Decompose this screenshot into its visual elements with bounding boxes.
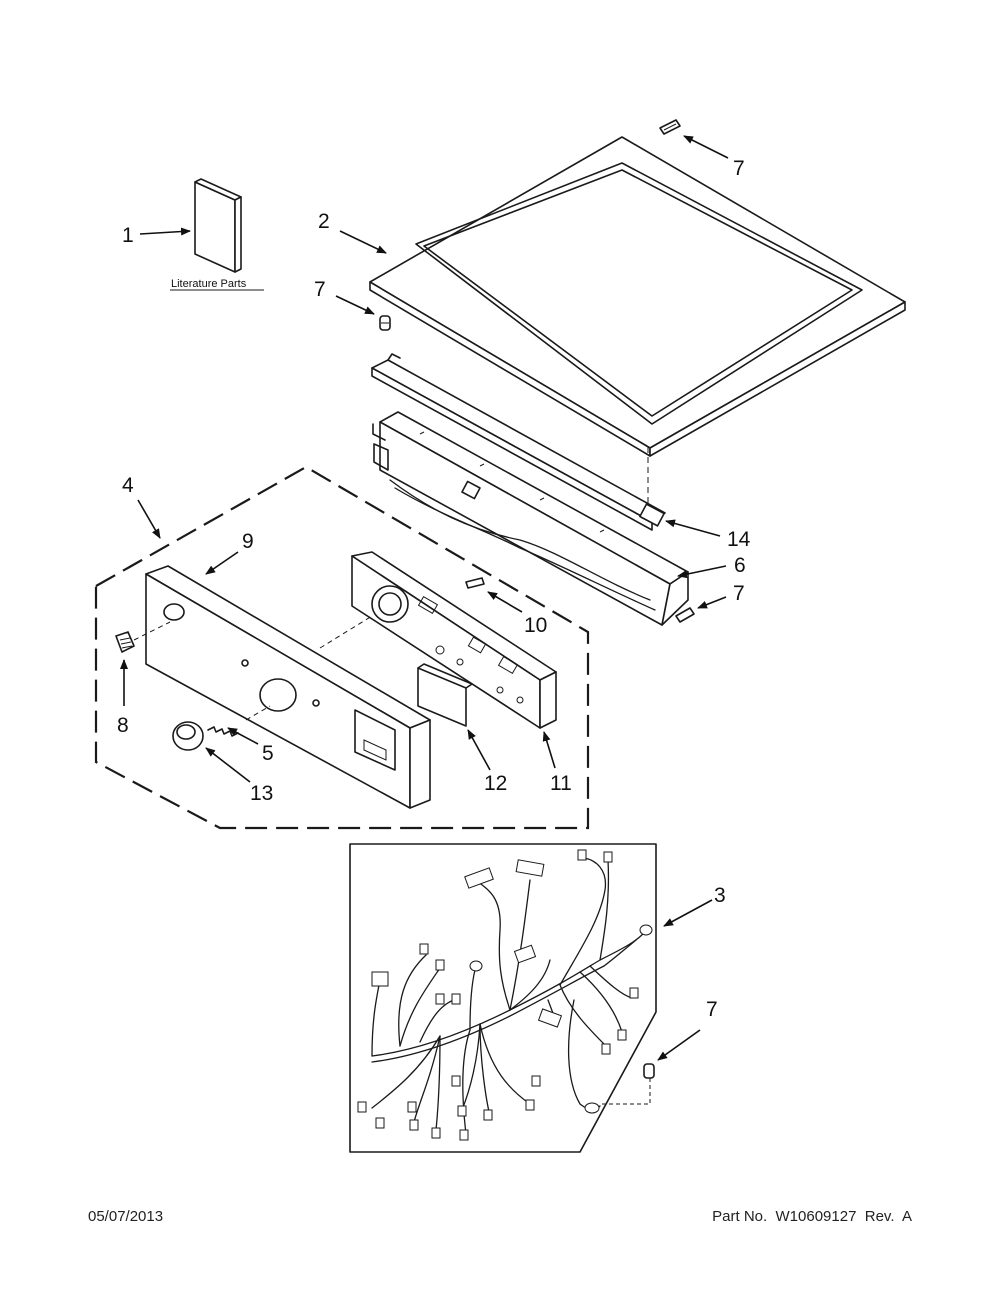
screw-harness	[600, 1029, 701, 1105]
callout-1: 1	[122, 224, 134, 247]
footer-part-number: Part No. W10609127 Rev. A	[712, 1208, 912, 1225]
screw-top-right	[659, 119, 729, 159]
wire-harness	[357, 849, 653, 1141]
display-lens	[417, 663, 491, 771]
callout-13: 13	[250, 782, 273, 805]
callout-2: 2	[318, 210, 330, 233]
callout-3: 3	[714, 884, 726, 907]
callout-7-left: 7	[314, 278, 326, 301]
callout-7-top: 7	[733, 157, 745, 180]
literature-booklet	[139, 178, 264, 291]
console-panel	[145, 551, 431, 809]
push-button	[115, 621, 171, 706]
callout-7-bottom: 7	[706, 998, 718, 1021]
callout-12: 12	[484, 772, 507, 795]
callout-14: 14	[727, 528, 751, 551]
literature-parts-caption: Literature Parts	[171, 278, 247, 290]
control-board	[319, 551, 557, 769]
knob-spring	[207, 705, 271, 745]
top-panel	[339, 136, 906, 457]
screw-right	[675, 596, 727, 623]
callout-8: 8	[117, 714, 129, 737]
control-screw	[465, 577, 523, 613]
callout-10: 10	[524, 614, 547, 637]
bracket-rail	[371, 353, 721, 537]
wire-harness-box	[349, 843, 713, 1153]
console-assembly-boundary	[94, 465, 590, 830]
screw-left	[335, 295, 391, 331]
callout-4: 4	[122, 474, 134, 497]
callout-6: 6	[734, 554, 746, 577]
callout-7-right: 7	[733, 582, 745, 605]
footer-date: 05/07/2013	[88, 1208, 164, 1225]
callout-11: 11	[550, 772, 572, 795]
console-frame	[372, 411, 727, 626]
callout-5: 5	[262, 742, 274, 765]
callout-9: 9	[242, 530, 254, 553]
control-knob	[172, 721, 251, 783]
